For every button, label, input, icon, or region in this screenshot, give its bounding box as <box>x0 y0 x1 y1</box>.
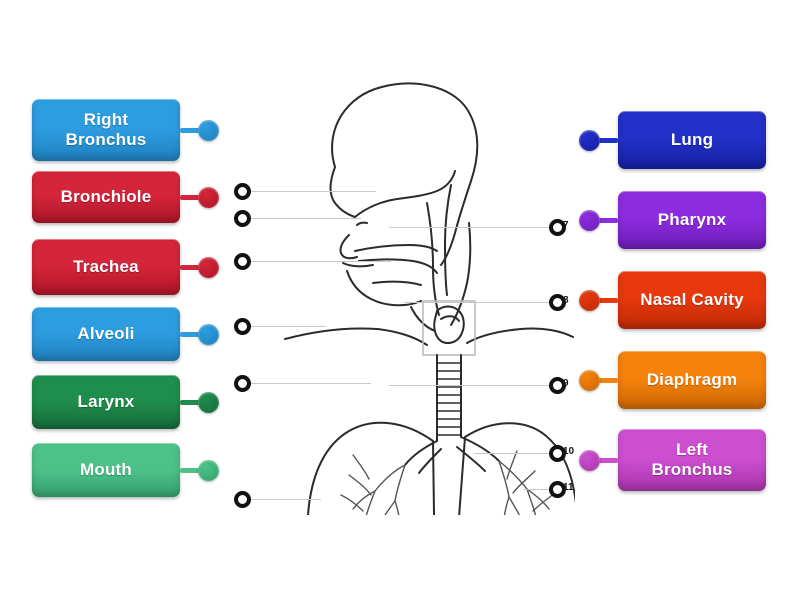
label-card-right-bronchus[interactable]: Right Bronchus <box>32 99 180 161</box>
respiratory-system-illustration <box>255 75 575 515</box>
label-connector-nasal-cavity <box>596 297 618 303</box>
marker-left-1[interactable] <box>234 183 251 200</box>
label-card-lung[interactable]: Lung <box>618 111 766 169</box>
label-text-alveoli: Alveoli <box>77 324 135 343</box>
label-handle-alveoli[interactable] <box>198 323 219 345</box>
label-text-mouth: Mouth <box>80 460 132 479</box>
label-card-left-bronchus[interactable]: Left Bronchus <box>618 429 766 491</box>
marker-right-7[interactable] <box>549 219 566 236</box>
label-handle-diaphragm[interactable] <box>579 369 600 391</box>
label-connector-left-bronchus <box>596 457 618 463</box>
label-handle-left-bronchus[interactable] <box>579 449 600 471</box>
label-card-larynx[interactable]: Larynx <box>32 375 180 429</box>
label-connector-alveoli <box>180 331 202 337</box>
label-text-bronchiole: Bronchiole <box>60 187 152 206</box>
marker-right-8-number: 8 <box>563 295 569 306</box>
label-connector-right-bronchus <box>180 127 202 133</box>
leader-line <box>389 227 549 228</box>
marker-right-10[interactable] <box>549 445 566 462</box>
label-handle-right-bronchus[interactable] <box>198 119 219 141</box>
marker-right-8[interactable] <box>549 294 566 311</box>
marker-left-3[interactable] <box>234 253 251 270</box>
leader-line <box>389 385 549 386</box>
leader-line <box>251 326 326 327</box>
leader-line <box>251 499 321 500</box>
leader-line <box>251 218 361 219</box>
label-card-bronchiole[interactable]: Bronchiole <box>32 171 180 223</box>
label-connector-pharynx <box>596 217 618 223</box>
label-card-trachea[interactable]: Trachea <box>32 239 180 295</box>
marker-left-2[interactable] <box>234 210 251 227</box>
label-connector-bronchiole <box>180 194 202 200</box>
label-handle-trachea[interactable] <box>198 256 219 278</box>
marker-left-4[interactable] <box>234 318 251 335</box>
label-handle-larynx[interactable] <box>198 391 219 413</box>
label-card-mouth[interactable]: Mouth <box>32 443 180 497</box>
label-handle-mouth[interactable] <box>198 459 219 481</box>
leader-line <box>474 453 549 454</box>
label-connector-larynx <box>180 399 202 405</box>
label-text-pharynx: Pharynx <box>657 210 727 229</box>
marker-right-10-number: 10 <box>563 446 575 457</box>
label-text-trachea: Trachea <box>73 257 139 276</box>
label-text-right-bronchus: Right Bronchus <box>65 110 147 149</box>
label-connector-diaphragm <box>596 377 618 383</box>
marker-right-11[interactable] <box>549 481 566 498</box>
leader-line <box>251 191 376 192</box>
leader-line <box>251 261 391 262</box>
leader-line <box>524 489 549 490</box>
label-handle-lung[interactable] <box>579 129 600 151</box>
leader-line <box>251 383 371 384</box>
label-handle-pharynx[interactable] <box>579 209 600 231</box>
label-card-nasal-cavity[interactable]: Nasal Cavity <box>618 271 766 329</box>
label-text-larynx: Larynx <box>77 392 135 411</box>
label-handle-bronchiole[interactable] <box>198 186 219 208</box>
label-card-alveoli[interactable]: Alveoli <box>32 307 180 361</box>
marker-right-9[interactable] <box>549 377 566 394</box>
label-connector-mouth <box>180 467 202 473</box>
label-handle-nasal-cavity[interactable] <box>579 289 600 311</box>
label-connector-trachea <box>180 264 202 270</box>
marker-right-11-number: 11 <box>563 482 574 493</box>
marker-left-6[interactable] <box>234 491 251 508</box>
label-card-diaphragm[interactable]: Diaphragm <box>618 351 766 409</box>
label-connector-lung <box>596 137 618 143</box>
label-text-nasal-cavity: Nasal Cavity <box>640 290 744 309</box>
leader-line <box>404 302 549 303</box>
label-card-pharynx[interactable]: Pharynx <box>618 191 766 249</box>
marker-right-7-number: 7 <box>563 220 569 231</box>
marker-left-5[interactable] <box>234 375 251 392</box>
label-text-left-bronchus: Left Bronchus <box>651 440 733 479</box>
label-text-lung: Lung <box>670 130 714 149</box>
label-text-diaphragm: Diaphragm <box>646 370 738 389</box>
marker-right-9-number: 9 <box>563 378 569 389</box>
